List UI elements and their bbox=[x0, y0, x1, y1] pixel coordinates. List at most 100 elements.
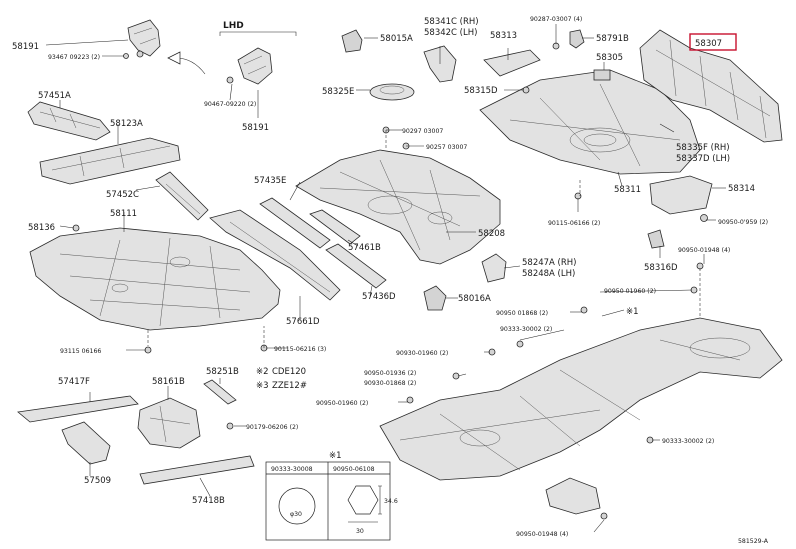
label-90467-lhd: 90467-09220 (2) bbox=[204, 101, 256, 108]
part-58305 bbox=[593, 69, 611, 81]
member-58123A bbox=[39, 137, 181, 185]
member-57452C bbox=[155, 171, 209, 221]
fastener-col2-height: 34.6 bbox=[384, 498, 398, 505]
part-58316D bbox=[647, 229, 665, 249]
label-57417F: 57417F bbox=[58, 377, 90, 387]
member-57435E bbox=[259, 197, 331, 249]
bracket-58247A bbox=[481, 253, 507, 283]
leader-lines bbox=[45, 24, 726, 533]
label-90467-top: 93467 09223 (2) bbox=[48, 54, 100, 61]
label-58015A: 58015A bbox=[380, 34, 413, 44]
label-58248A: 58248A (LH) bbox=[522, 269, 575, 279]
label-57661D: 57661D bbox=[286, 317, 320, 327]
label-marker-1-top: ※1 bbox=[626, 307, 639, 317]
label-58791B: 58791B bbox=[596, 34, 629, 44]
note-3-mark: ※3 bbox=[256, 381, 269, 391]
label-90333-top: 90333-30002 (2) bbox=[500, 326, 552, 333]
clip-58791B bbox=[569, 29, 585, 49]
label-58335F: 58335F (RH) bbox=[676, 143, 730, 153]
member-57417F bbox=[17, 395, 139, 423]
member-57461B bbox=[309, 209, 361, 245]
label-57451A: 57451A bbox=[38, 91, 71, 101]
label-58342C: 58342C (LH) bbox=[424, 28, 477, 38]
label-58251B: 58251B bbox=[206, 367, 239, 377]
label-58325E: 58325E bbox=[322, 87, 354, 97]
label-58111: 58111 bbox=[110, 209, 137, 219]
label-90950-959: 90950-0'959 (2) bbox=[718, 219, 768, 226]
rear-panel-58307 bbox=[639, 29, 783, 143]
hex-nut-icon bbox=[347, 485, 379, 515]
label-57452C: 57452C bbox=[106, 190, 139, 200]
label-90950-1936: 90950-01936 (2) bbox=[364, 370, 416, 377]
member-58251B bbox=[203, 379, 237, 405]
label-58136: 58136 bbox=[28, 223, 55, 233]
label-90179: 90179-06206 (2) bbox=[246, 424, 298, 431]
label-57436D: 57436D bbox=[362, 292, 396, 302]
label-58191-lhd: 58191 bbox=[242, 123, 269, 133]
lhd-bracket-box: LHD bbox=[219, 21, 297, 85]
fastener-col2-width: 30 bbox=[356, 528, 364, 535]
note-2-mark: ※2 bbox=[256, 367, 269, 377]
label-58307: 58307 bbox=[695, 39, 722, 49]
label-58311: 58311 bbox=[614, 185, 641, 195]
label-58191-top: 58191 bbox=[12, 42, 39, 52]
label-57461B: 57461B bbox=[348, 243, 381, 253]
note-3-text: ZZE12# bbox=[272, 381, 307, 391]
highlight-box-58307 bbox=[689, 33, 737, 51]
label-57509: 57509 bbox=[84, 476, 111, 486]
label-58161B: 58161B bbox=[152, 377, 185, 387]
label-90950-1960-c: 90950-01960 (2) bbox=[316, 400, 368, 407]
label-90950-1948-top: 90950-01948 (4) bbox=[678, 247, 730, 254]
label-90930-1868: 90930-01868 (2) bbox=[364, 380, 416, 387]
label-90950-1868: 90950 01868 (2) bbox=[496, 310, 548, 317]
member-57436D bbox=[325, 243, 387, 289]
fastener-col1-dim: φ30 bbox=[290, 511, 302, 518]
note-2-text: CDE120 bbox=[272, 367, 306, 377]
figure-code: 581529-A bbox=[738, 538, 769, 545]
fastener-col1-header: 90333-30008 bbox=[271, 466, 313, 473]
label-58314: 58314 bbox=[728, 184, 755, 194]
label-90297: 90297 03007 bbox=[402, 128, 443, 135]
member-58313 bbox=[483, 49, 541, 77]
label-57435E: 57435E bbox=[254, 176, 286, 186]
plug-58325E bbox=[369, 83, 415, 101]
label-90257: 90257 03007 bbox=[426, 144, 467, 151]
label-58315D: 58315D bbox=[464, 86, 498, 96]
label-90950-1948-bottom: 90950-01948 (4) bbox=[516, 531, 568, 538]
rear-floor-58311 bbox=[479, 69, 701, 175]
label-57418B: 57418B bbox=[192, 496, 225, 506]
label-90115-left: 90115-06216 (3) bbox=[274, 346, 326, 353]
plug-58016A bbox=[423, 285, 447, 311]
fastener-table: ※1 90333-30008 90950-06108 φ30 34.6 30 bbox=[265, 451, 398, 541]
label-90333-bottom: 90333-30002 (2) bbox=[662, 438, 714, 445]
label-58316D: 58316D bbox=[644, 263, 678, 273]
label-93115: 93115 06166 bbox=[60, 348, 101, 355]
center-floor-58208 bbox=[295, 149, 501, 265]
floor-assembly-bottom bbox=[379, 317, 783, 481]
label-58123A: 58123A bbox=[110, 119, 143, 129]
label-58247A: 58247A (RH) bbox=[522, 258, 577, 268]
fastener-table-mark: ※1 bbox=[329, 451, 342, 461]
label-58305: 58305 bbox=[596, 53, 623, 63]
lhd-label: LHD bbox=[223, 21, 244, 31]
label-90930-1960: 90930-01960 (2) bbox=[396, 350, 448, 357]
label-58016A: 58016A bbox=[458, 294, 491, 304]
bracket-58191-top bbox=[127, 19, 161, 58]
label-90287: 90287-03007 (4) bbox=[530, 16, 582, 23]
legend-notes: ※2 CDE120 ※3 ZZE12# bbox=[256, 367, 307, 391]
label-58313: 58313 bbox=[490, 31, 517, 41]
direction-arrow bbox=[167, 51, 206, 75]
label-90115-right: 90115-06166 (2) bbox=[548, 220, 600, 227]
label-58208: 58208 bbox=[478, 229, 505, 239]
label-90950-1960-a: 90950 01960 (2) bbox=[604, 288, 656, 295]
bracket-58314 bbox=[649, 175, 713, 215]
label-58341C: 58341C (RH) bbox=[424, 17, 479, 27]
floor-pan-58111 bbox=[29, 227, 281, 331]
member-57451A bbox=[27, 101, 111, 141]
member-57418B bbox=[139, 455, 255, 485]
plug-58015A bbox=[341, 29, 363, 53]
bracket-bottom-right bbox=[545, 477, 601, 515]
label-58337D: 58337D (LH) bbox=[676, 154, 730, 164]
round-washer-icon bbox=[278, 487, 316, 525]
